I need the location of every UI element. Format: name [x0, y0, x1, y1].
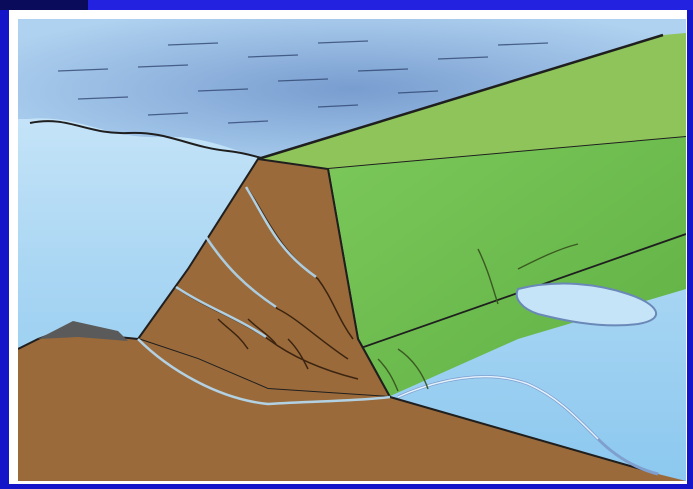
- frame-corner-block: [0, 0, 88, 10]
- frame-top-band: [88, 0, 693, 10]
- seepage-lines: [137, 186, 391, 406]
- reservoir-water: [18, 19, 686, 159]
- dam-face: [328, 137, 686, 397]
- reservoir-edge: [29, 120, 274, 162]
- water-ripples: [57, 40, 549, 124]
- leak-pool-right: [515, 282, 658, 327]
- dam-face-cracks: [377, 243, 579, 392]
- dark-rock: [38, 321, 128, 341]
- ground: [18, 324, 686, 481]
- dam-crest: [258, 33, 686, 169]
- dam-failure-illustration: [18, 19, 686, 481]
